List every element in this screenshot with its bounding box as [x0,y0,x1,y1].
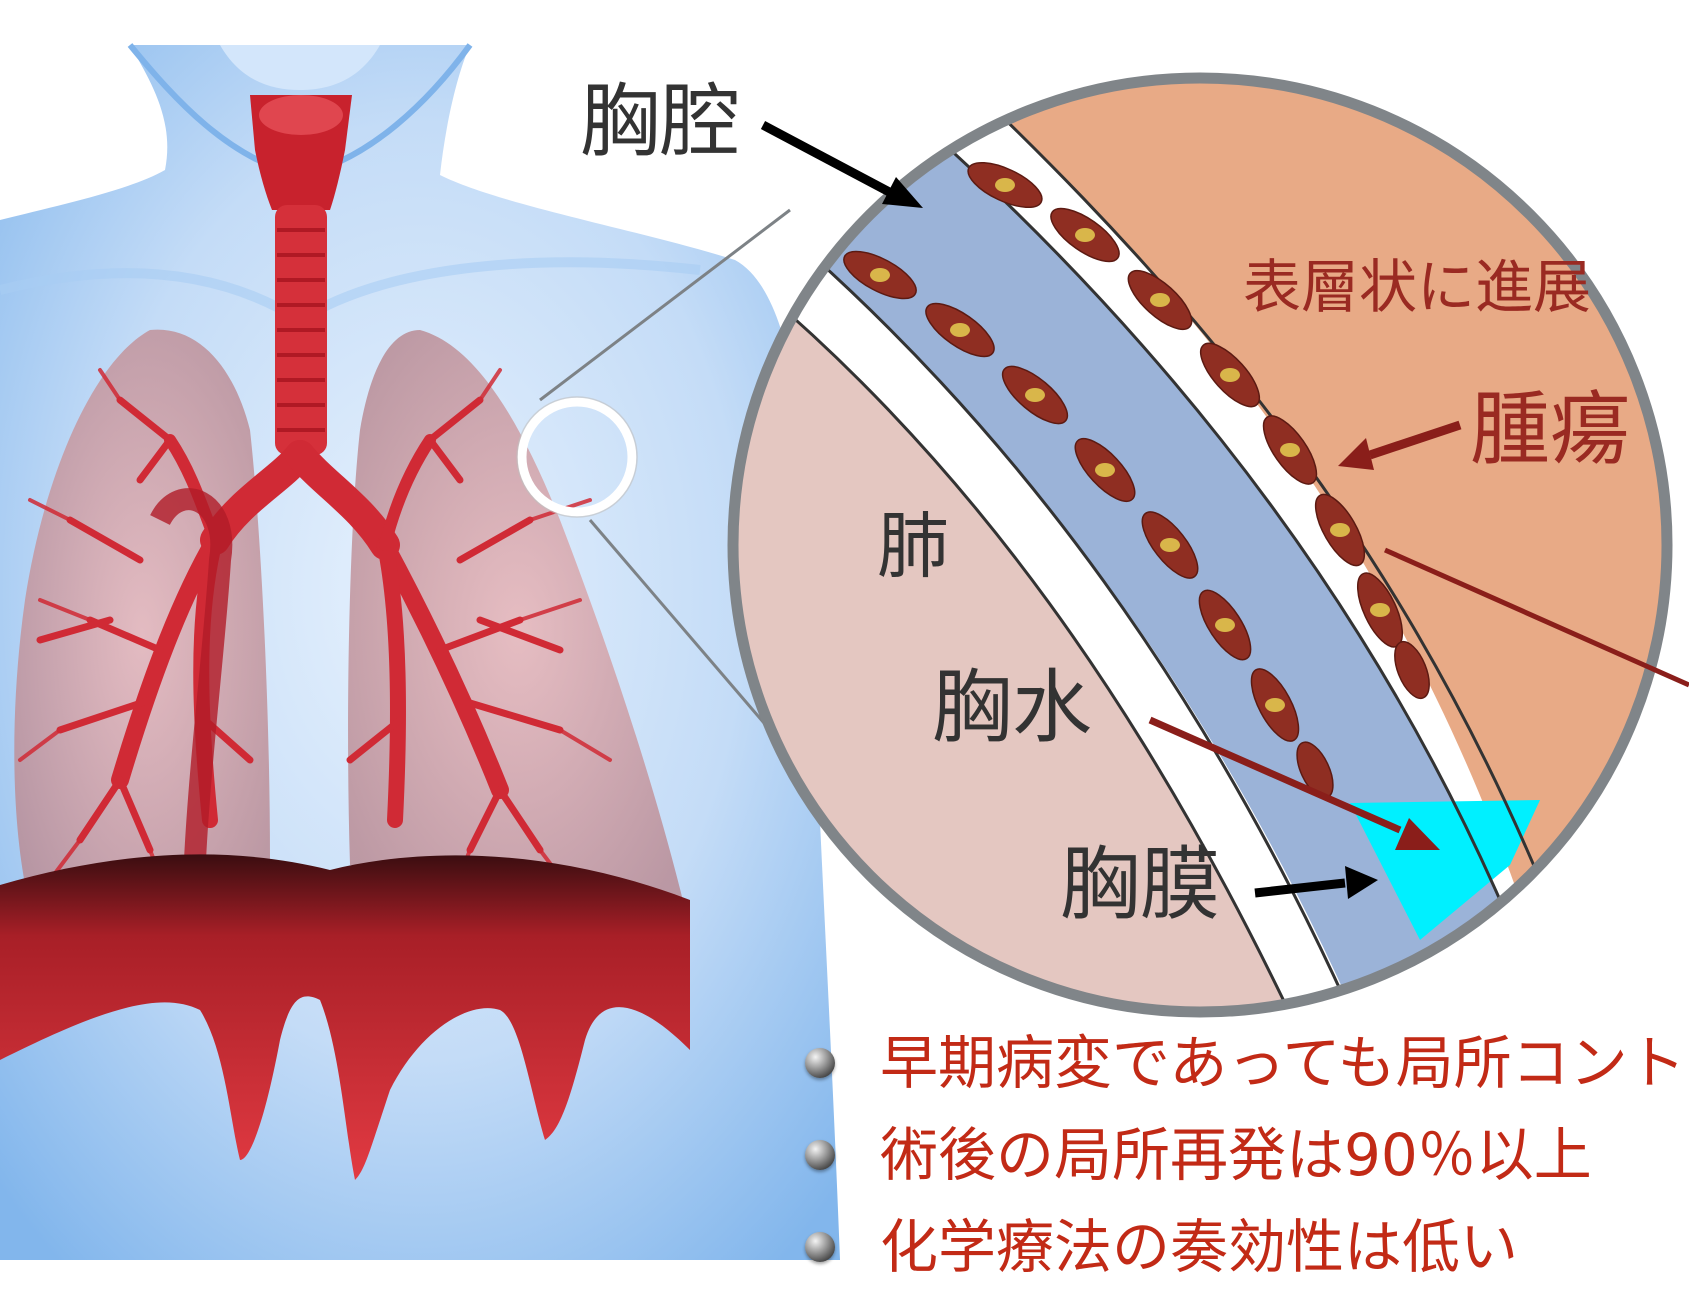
arrow-icon [760,121,1689,899]
bullet-dot-icon [805,1232,835,1262]
list-item: 早期病変であっても局所コント [805,1030,1689,1122]
bullet-dot-icon [805,1048,835,1078]
label-pleura: 胸膜 [1060,838,1220,931]
tumor-cells-inner [843,250,1334,799]
label-pleural-effusion: 胸水 [932,661,1092,754]
bullet-dot-icon [805,1140,835,1170]
trachea [250,95,352,455]
bullet-text: 早期病変であっても局所コント [880,1029,1686,1097]
magnifier-lens-icon [516,396,638,518]
bullet-text: 術後の局所再発は90％以上 [880,1121,1592,1189]
label-tumor: 腫瘍 [1470,383,1630,476]
list-item: 術後の局所再発は90％以上 [805,1122,1689,1214]
diaphragm [0,854,690,1180]
bullet-list: 早期病変であっても局所コント 術後の局所再発は90％以上 化学療法の奏効性は低い [805,1030,1689,1306]
list-item: 化学療法の奏効性は低い [805,1214,1689,1306]
label-superficial-spread: 表層状に進展 [1243,253,1592,321]
label-lung: 肺 [877,504,950,588]
anatomy-diagram [0,43,1689,1260]
label-thoracic-cavity: 胸腔 [580,75,740,168]
zoom-circle-border [727,72,1673,1018]
aorta [150,488,233,861]
tumor-cells-outer [967,161,1430,700]
bullet-text: 化学療法の奏効性は低い [880,1213,1519,1281]
